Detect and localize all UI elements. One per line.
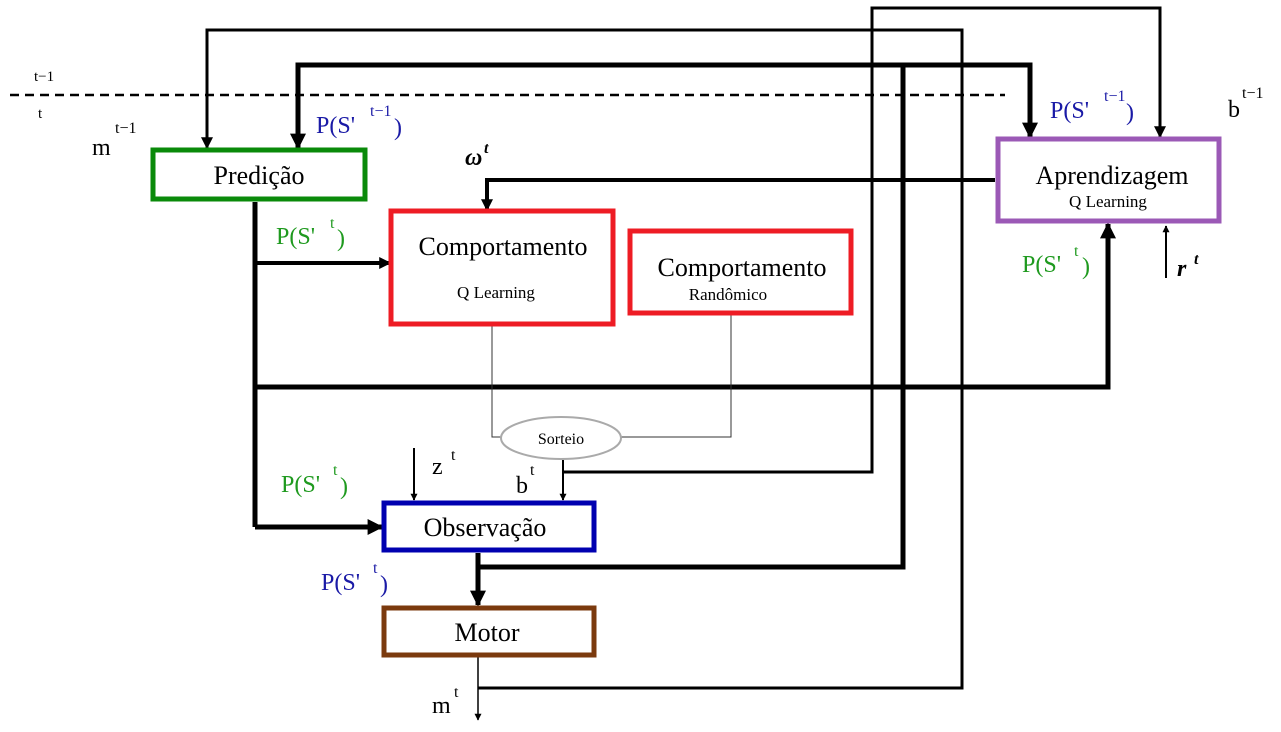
svg-text:b: b [1228, 97, 1240, 123]
label-p-pred-in: P(S' t−1 ) [316, 103, 402, 141]
label-p-pred-out: P(S' t ) [276, 215, 345, 252]
label-m-t: m t [432, 684, 459, 719]
loop-p-to-aprendizagem [903, 62, 1038, 139]
svg-text:t: t [454, 684, 459, 701]
svg-text:ω: ω [465, 145, 482, 171]
loop-b-to-aprendizagem [563, 6, 1166, 474]
svg-text:m: m [432, 693, 451, 719]
label-p-obs-out: P(S' t ) [321, 560, 388, 598]
predicao-title: Predição [214, 161, 305, 190]
svg-text:r: r [1177, 256, 1187, 282]
label-z: z t [432, 447, 456, 480]
svg-text:t: t [451, 447, 456, 464]
predicao-box: Predição [150, 147, 368, 202]
svg-text:): ) [340, 474, 348, 500]
label-r: r t [1177, 251, 1199, 282]
svg-text:): ) [1126, 100, 1134, 126]
sorteio-label: Sorteio [538, 431, 584, 448]
svg-text:P(S': P(S' [316, 113, 355, 139]
label-p-learn-side: P(S' t ) [1022, 243, 1090, 280]
svg-text:P(S': P(S' [321, 570, 360, 596]
label-p-learn-in: P(S' t−1 ) [1050, 88, 1134, 126]
svg-text:P(S': P(S' [276, 224, 315, 250]
svg-text:b: b [516, 473, 528, 499]
comportamento-r-subtitle: Randômico [689, 285, 767, 304]
motor-box: Motor [381, 605, 597, 658]
svg-text:t−1: t−1 [1104, 88, 1125, 105]
svg-text:t: t [1194, 251, 1199, 268]
svg-text:z: z [432, 454, 443, 480]
comportamento-r-title: Comportamento [658, 253, 827, 282]
aprendizagem-title: Aprendizagem [1035, 161, 1188, 190]
label-omega: ω t [465, 140, 489, 171]
observacao-title: Observação [424, 513, 547, 542]
svg-text:m: m [92, 135, 111, 161]
label-p-obs-in: P(S' t ) [281, 462, 348, 500]
link-compr-sorteio [620, 315, 732, 438]
time-mark-prev: t−1 [34, 69, 54, 85]
loop-m-to-predicao [201, 28, 964, 690]
svg-text:t: t [373, 560, 378, 577]
comportamento-q-title: Comportamento [419, 232, 588, 261]
label-m-prev: m t−1 [92, 120, 136, 161]
svg-text:): ) [380, 572, 388, 598]
svg-text:t−1: t−1 [370, 103, 391, 120]
svg-text:t: t [1074, 243, 1079, 260]
arrow-omega [481, 178, 995, 212]
link-compq-sorteio [491, 326, 502, 438]
label-b-t: b t [516, 462, 535, 499]
comportamento-q-box: Comportamento Q Learning [388, 208, 616, 327]
arrow-pred-to-learn [255, 222, 1116, 390]
aprendizagem-subtitle: Q Learning [1069, 192, 1147, 211]
svg-text:t−1: t−1 [1242, 85, 1263, 102]
svg-text:t: t [530, 462, 535, 479]
svg-text:t−1: t−1 [115, 120, 136, 137]
svg-text:P(S': P(S' [1050, 98, 1089, 124]
label-b-prev: b t−1 [1228, 85, 1263, 123]
svg-text:t: t [484, 140, 489, 157]
aprendizagem-box: Aprendizagem Q Learning [995, 136, 1222, 224]
comportamento-r-box: Comportamento Randômico [627, 228, 854, 316]
svg-text:t: t [330, 215, 335, 232]
motor-title: Motor [455, 618, 520, 647]
svg-text:P(S': P(S' [1022, 252, 1061, 278]
svg-text:t: t [333, 462, 338, 479]
svg-text:): ) [394, 115, 402, 141]
svg-text:): ) [1082, 254, 1090, 280]
observacao-box: Observação [381, 500, 597, 553]
svg-text:): ) [337, 226, 345, 252]
sorteio-node: Sorteio [500, 416, 622, 460]
comportamento-q-subtitle: Q Learning [457, 283, 535, 302]
svg-text:P(S': P(S' [281, 472, 320, 498]
time-mark-curr: t [38, 106, 43, 122]
